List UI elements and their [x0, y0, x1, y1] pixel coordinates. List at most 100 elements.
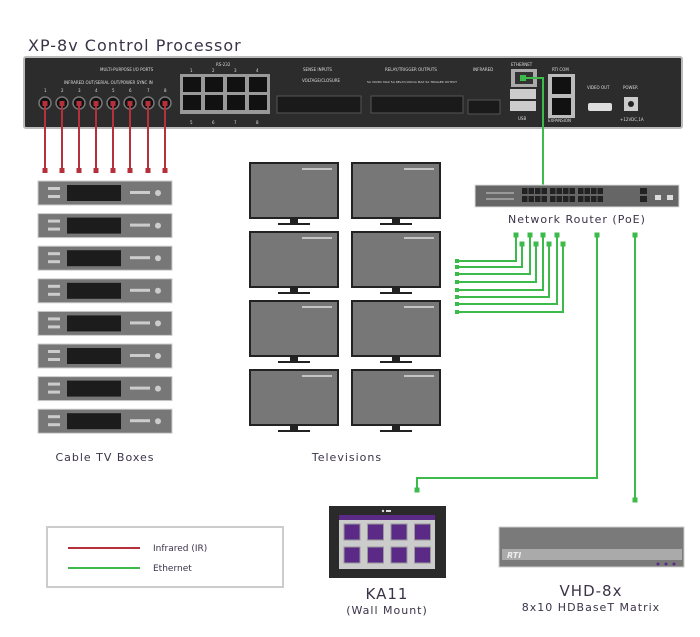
cable-tv-box [37, 245, 173, 271]
cable-tv-box [37, 310, 173, 336]
router-port [569, 188, 575, 194]
cable-box-stack [37, 180, 173, 434]
usb-port [510, 101, 536, 111]
router-port [563, 196, 569, 202]
ir-port-number: 1 [44, 88, 47, 93]
diagram-title: XP-8v Control Processor [28, 36, 242, 55]
keypad-button[interactable] [343, 523, 361, 541]
legend: Infrared (IR) Ethernet [46, 526, 284, 588]
ir-emitter [42, 168, 48, 173]
router-port [597, 196, 603, 202]
ethernet-connector [414, 487, 420, 493]
relay-terminal [370, 95, 464, 114]
ethernet-connector [554, 232, 560, 238]
ka11-sub: (Wall Mount) [346, 604, 428, 617]
cable-tv-box [37, 180, 173, 206]
router-port [522, 188, 528, 194]
rs232-port-number: 3 [234, 68, 237, 73]
keypad-button[interactable] [367, 546, 384, 564]
ir-port-number: 2 [61, 88, 64, 93]
vhd-name: VHD-8x [560, 582, 623, 600]
ir-connections [42, 101, 168, 173]
router-port [640, 188, 647, 194]
televisions-label: Televisions [311, 451, 382, 464]
router-to-tv-line [457, 244, 564, 313]
ir-port-number: 3 [78, 88, 81, 93]
rs232-port-number: 2 [212, 68, 215, 73]
ir-emitter [93, 168, 99, 173]
ir-port-number: 7 [147, 88, 150, 93]
router-port [528, 196, 534, 202]
router-to-ka11-line [416, 235, 598, 490]
expansion-label: EXPANSION [548, 118, 571, 123]
router-port [541, 196, 547, 202]
ethernet-connector [632, 232, 638, 238]
router-port [569, 196, 575, 202]
cable-tv-box [37, 343, 173, 369]
multi-purpose-label: MULTI-PURPOSE I/O PORTS [100, 67, 154, 72]
rti-com-label: RTI COM [552, 67, 569, 72]
ethernet-connector [560, 241, 566, 247]
ka11-name: KA11 [366, 585, 409, 603]
keypad-button[interactable] [343, 546, 361, 564]
router-port [535, 196, 541, 202]
router-port [591, 188, 597, 194]
keypad-button[interactable] [390, 546, 408, 564]
ethernet-connector [513, 232, 519, 238]
router-port [597, 188, 603, 194]
router-port [541, 188, 547, 194]
rs232-port-number: 1 [190, 68, 193, 73]
television-grid [249, 162, 441, 432]
router-port [556, 196, 562, 202]
keypad-button[interactable] [414, 523, 431, 541]
ka11-keypad [329, 506, 446, 578]
television [351, 369, 441, 432]
legend-ir-label: Infrared (IR) [153, 544, 207, 554]
router-port [522, 196, 528, 202]
router-port [556, 188, 562, 194]
television [351, 162, 441, 225]
ir-port-number: 5 [112, 88, 115, 93]
television [249, 231, 339, 294]
router-port [591, 196, 597, 202]
router-port [535, 188, 541, 194]
keypad-button[interactable] [414, 546, 431, 564]
hdmi-port [588, 103, 612, 111]
router-port [563, 188, 569, 194]
router-to-tv-line [457, 244, 550, 298]
router-port [550, 196, 556, 202]
television [249, 162, 339, 225]
television [249, 369, 339, 432]
legend-ethernet-label: Ethernet [153, 564, 192, 574]
television [249, 300, 339, 363]
cable-tv-box [37, 278, 173, 304]
keypad-button[interactable] [367, 523, 384, 541]
ir-port-number: 8 [164, 88, 167, 93]
vhd-8x-matrix: RTI [498, 526, 685, 568]
router-to-tv-line [457, 235, 558, 305]
keypad-button[interactable] [390, 523, 408, 541]
television [351, 231, 441, 294]
ir-emitter [162, 168, 168, 173]
ethernet-connector [519, 241, 525, 247]
router-port [578, 188, 584, 194]
ethernet-connector [527, 232, 533, 238]
ethernet-label: ETHERNET [511, 62, 533, 67]
router-to-tv-line [457, 244, 537, 283]
vhd-sub: 8x10 HDBaseT Matrix [522, 601, 660, 614]
router-to-tv-line [457, 235, 517, 262]
rs232-port [183, 77, 201, 92]
ir-emitter [145, 168, 151, 173]
rs232-port [205, 77, 223, 92]
ethernet-connector [546, 241, 552, 247]
infrared-label: INFRARED [473, 67, 493, 72]
cable-tv-box [37, 213, 173, 239]
ir-emitter [127, 168, 133, 173]
rs232-port [227, 77, 245, 92]
sense-inputs-label: SENSE INPUTS [303, 67, 332, 72]
router-port [528, 188, 534, 194]
xp8v-processor: MULTI-PURPOSE I/O PORTS INFRARED OUT/SER… [23, 56, 683, 129]
rs232-port-number: 8 [256, 120, 259, 125]
ir-sub-label: INFRARED OUT/SERIAL OUT/POWER SYNC IN [64, 80, 153, 85]
ir-emitter [59, 168, 65, 173]
